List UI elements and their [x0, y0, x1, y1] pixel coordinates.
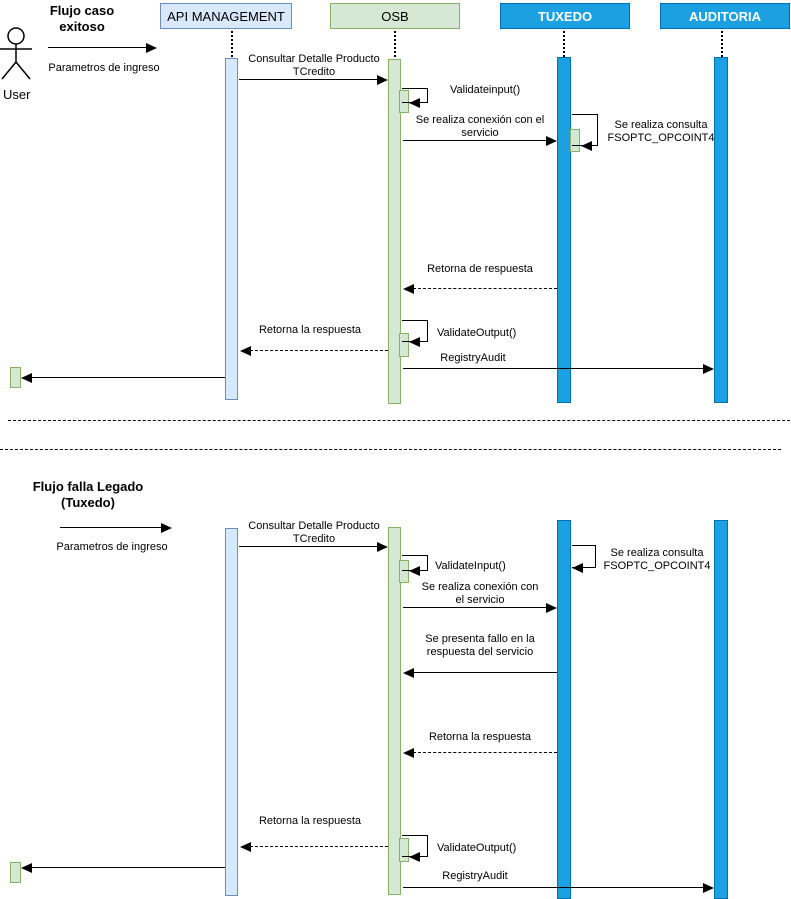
flow2-arrow-registryaudit-head	[703, 883, 714, 893]
flow1-tuxedo-nested-consulta	[570, 129, 580, 152]
flow1-msg-consulta: Se realiza consulta FSOPTC_OPCOINT4	[607, 119, 715, 144]
flow1-arrow-registryaudit-line	[403, 368, 704, 369]
flow1-arrow-consultar-head	[377, 75, 388, 85]
flow2-arrow-retorna-api-line	[250, 846, 388, 847]
flow-separator-line-2	[0, 449, 781, 450]
flow1-osb-activation	[388, 59, 401, 404]
flow1-arrow-retorna-api-line	[250, 350, 388, 351]
flow1-loop-consulta-head	[581, 141, 592, 151]
flow2-params-label: Parametros de ingreso	[56, 541, 168, 553]
lifeline-auditoria	[721, 31, 723, 57]
participant-auditoria: AUDITORIA	[660, 3, 790, 29]
flow2-arrow-fallo-head	[403, 668, 414, 678]
flow2-init-arrowhead	[161, 523, 172, 533]
flow1-msg-registryaudit: RegistryAudit	[440, 352, 506, 364]
flow2-arrow-registryaudit-line	[403, 887, 704, 888]
lifeline-apim	[231, 31, 233, 57]
flow2-user-return-box	[10, 862, 21, 883]
flow1-init-arrowhead	[146, 43, 157, 53]
flow2-arrow-to-user-line	[31, 867, 225, 868]
flow2-loop-validateinput-head	[409, 566, 420, 576]
flow2-init-arrow-line	[60, 527, 161, 528]
flow2-msg-retorna-api: Retorna la respuesta	[258, 815, 362, 827]
flow2-msg-conexion: Se realiza conexión con el servicio	[421, 581, 539, 606]
flow2-auditoria-activation	[714, 520, 728, 899]
flow2-osb-nested-validateoutput	[399, 838, 409, 862]
flow1-arrow-registryaudit-head	[703, 364, 714, 374]
flow1-arrow-to-user-line	[31, 377, 225, 378]
flow1-msg-consultar: Consultar Detalle Producto TCredito	[248, 53, 380, 80]
flow1-msg-retorna-api: Retorna la respuesta	[258, 324, 362, 336]
flow-separator-line-1	[8, 420, 790, 421]
flow2-tuxedo-activation	[557, 520, 571, 899]
participant-auditoria-label: AUDITORIA	[689, 8, 761, 24]
participant-tuxedo-label: TUXEDO	[537, 8, 593, 24]
participant-api-management: API MANAGEMENT	[160, 3, 292, 29]
flow1-arrow-retorna-tux-head	[403, 284, 414, 294]
flow1-apim-activation	[225, 58, 238, 400]
flow2-msg-consultar: Consultar Detalle Producto TCredito	[248, 520, 380, 547]
flow1-arrow-retorna-api-head	[240, 346, 251, 356]
lifeline-tuxedo	[563, 31, 565, 57]
flow1-init-arrow-line	[48, 47, 148, 48]
participant-tuxedo: TUXEDO	[500, 3, 630, 29]
participant-osb-label: OSB	[381, 8, 409, 24]
flow1-msg-validateinput: Validateinput()	[450, 84, 521, 96]
flow1-arrow-conexion-line	[403, 140, 548, 141]
flow1-title: Flujo caso exitoso	[49, 3, 115, 34]
flow2-msg-fallo: Se presenta fallo en la respuesta del se…	[425, 633, 535, 658]
flow1-params-label: Parametros de ingreso	[48, 62, 160, 74]
flow1-arrow-to-user-head	[21, 373, 32, 383]
flow2-arrow-fallo-line	[413, 672, 557, 673]
flow2-arrow-retorna-tux-line	[413, 752, 557, 753]
flow2-arrow-retorna-tux-head	[403, 748, 414, 758]
user-actor-label: User	[3, 87, 31, 102]
flow1-tuxedo-activation	[557, 57, 571, 403]
flow2-msg-validateinput: ValidateInput()	[435, 560, 506, 572]
user-actor-icon	[0, 27, 32, 80]
flow2-msg-registryaudit: RegistryAudit	[442, 870, 508, 882]
flow1-loop-validateoutput-head	[409, 337, 420, 347]
flow1-osb-nested-validateinput	[399, 90, 409, 113]
flow2-arrow-to-user-head	[21, 863, 32, 873]
flow1-osb-nested-validateoutput	[399, 333, 409, 357]
flow1-user-return-box	[10, 367, 21, 388]
flow1-arrow-consultar-line	[239, 79, 379, 80]
flow1-loop-validateinput-head	[409, 98, 420, 108]
lifeline-osb	[394, 31, 396, 57]
flow2-title: Flujo falla Legado (Tuxedo)	[32, 479, 144, 510]
participant-api-management-label: API MANAGEMENT	[167, 8, 285, 24]
flow2-osb-nested-validateinput	[399, 560, 409, 583]
flow2-osb-activation	[388, 527, 401, 895]
flow2-arrow-retorna-api-head	[240, 842, 251, 852]
flow2-arrow-consultar-line	[239, 546, 379, 547]
flow1-auditoria-activation	[714, 57, 728, 403]
flow2-msg-consulta: Se realiza consulta FSOPTC_OPCOINT4	[603, 547, 711, 572]
flow1-arrow-retorna-tux-line	[413, 288, 557, 289]
flow2-arrow-consultar-head	[377, 542, 388, 552]
flow1-msg-retorna-tux: Retorna de respuesta	[427, 263, 533, 275]
flow2-apim-activation	[225, 528, 238, 896]
flow1-msg-validateoutput: ValidateOutput()	[437, 327, 517, 339]
participant-osb: OSB	[330, 3, 460, 29]
flow2-loop-consulta	[572, 545, 596, 568]
flow2-msg-validateoutput: ValidateOutput()	[437, 842, 517, 854]
flow2-msg-retorna-tux: Retorna la respuesta	[428, 731, 532, 743]
flow2-loop-consulta-head	[572, 563, 583, 573]
flow2-arrow-conexion-head	[546, 603, 557, 613]
flow2-arrow-conexion-line	[403, 607, 548, 608]
flow1-msg-conexion: Se realiza conexión con el servicio	[415, 114, 545, 139]
flow2-loop-validateoutput-head	[409, 852, 420, 862]
flow1-arrow-conexion-head	[546, 136, 557, 146]
